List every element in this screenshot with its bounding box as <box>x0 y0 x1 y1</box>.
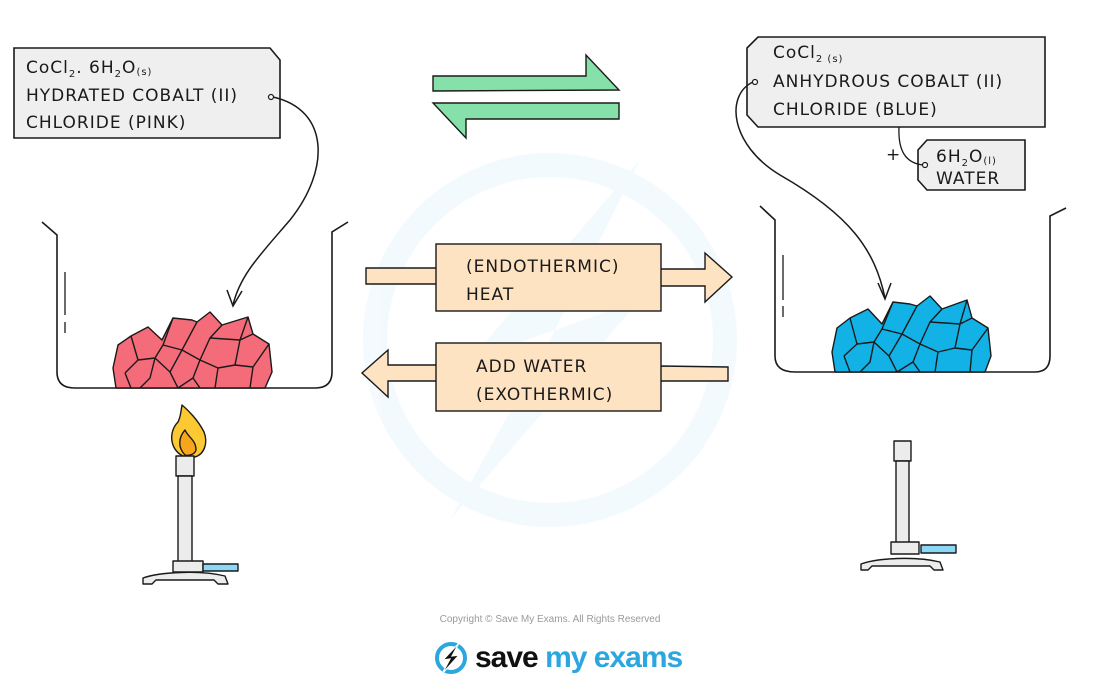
pink-crystals <box>112 311 273 389</box>
brand-wordmark: save my exams <box>475 641 683 674</box>
water-formula: 6H2O(l) <box>936 147 997 169</box>
lightning-bolt-icon <box>435 642 467 675</box>
water-name: WATER <box>936 169 1000 189</box>
hydrated-pointer-arrow <box>232 96 319 306</box>
gas-valve <box>920 544 957 554</box>
forward-arrow-line1: (ENDOTHERMIC) <box>466 257 619 277</box>
forward-heat-arrow: (ENDOTHERMIC) HEAT <box>365 243 734 312</box>
anhydrous-label-tag: CoCl2 (s) ANHYDROUS COBALT (II) CHLORIDE… <box>746 36 1046 128</box>
hydrated-formula: CoCl2. 6H2O(s) <box>26 58 152 80</box>
watermark-logo <box>363 153 737 527</box>
anhydrous-name-line2: CHLORIDE (BLUE) <box>773 100 938 120</box>
anhydrous-name-line1: ANHYDROUS COBALT (II) <box>773 72 1003 92</box>
equilibrium-reverse-arrow <box>431 102 620 140</box>
equilibrium-arrows <box>431 53 621 140</box>
water-connector <box>898 126 924 166</box>
lit-bunsen-burner <box>142 404 239 585</box>
gas-valve <box>202 563 239 572</box>
forward-arrow-line2: HEAT <box>466 285 514 305</box>
plus-sign: + <box>886 145 901 165</box>
blue-crystals <box>831 295 992 373</box>
anhydrous-pointer-arrow <box>735 81 886 299</box>
hydrated-name-line2: CHLORIDE (PINK) <box>26 113 186 133</box>
reverse-arrow-line2: (EXOTHERMIC) <box>476 385 613 405</box>
reverse-arrow-line1: ADD WATER <box>476 357 587 377</box>
hydrated-name-line1: HYDRATED COBALT (II) <box>26 86 238 106</box>
water-label-tag: 6H2O(l) WATER <box>917 139 1026 191</box>
flame-icon <box>171 404 207 458</box>
hydrated-label-tag: CoCl2. 6H2O(s) HYDRATED COBALT (II) CHLO… <box>13 47 281 139</box>
save-my-exams-logo: save my exams <box>433 638 683 678</box>
equilibrium-forward-arrow <box>432 53 621 92</box>
reverse-water-arrow: ADD WATER (EXOTHERMIC) <box>360 342 729 412</box>
copyright-notice: Copyright © Save My Exams. All Rights Re… <box>439 614 661 625</box>
anhydrous-formula: CoCl2 (s) <box>773 43 843 65</box>
unlit-bunsen-burner <box>860 440 957 571</box>
